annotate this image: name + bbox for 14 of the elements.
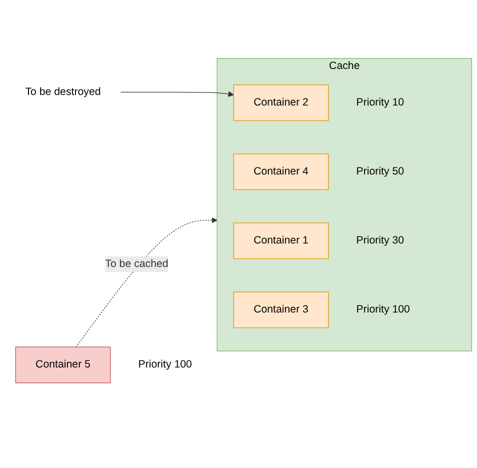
node-label: Priority 30 (356, 234, 404, 246)
edge-label: To be cached (105, 258, 168, 270)
arrow (76, 217, 218, 348)
node-box: Container 2 (233, 84, 329, 121)
node-text: To be destroyed (25, 86, 101, 98)
node-label: Priority 50 (356, 166, 404, 177)
node-box: Container 4 (233, 153, 329, 190)
node-box: Container 3 (233, 291, 329, 328)
arrow (120, 90, 234, 97)
node-box: Container 5 (15, 346, 111, 383)
node-box: Container 1 (233, 222, 329, 259)
node-label: Priority 100 (138, 358, 192, 370)
node-label: Priority 100 (356, 304, 410, 315)
node-label: Priority 10 (356, 96, 404, 108)
